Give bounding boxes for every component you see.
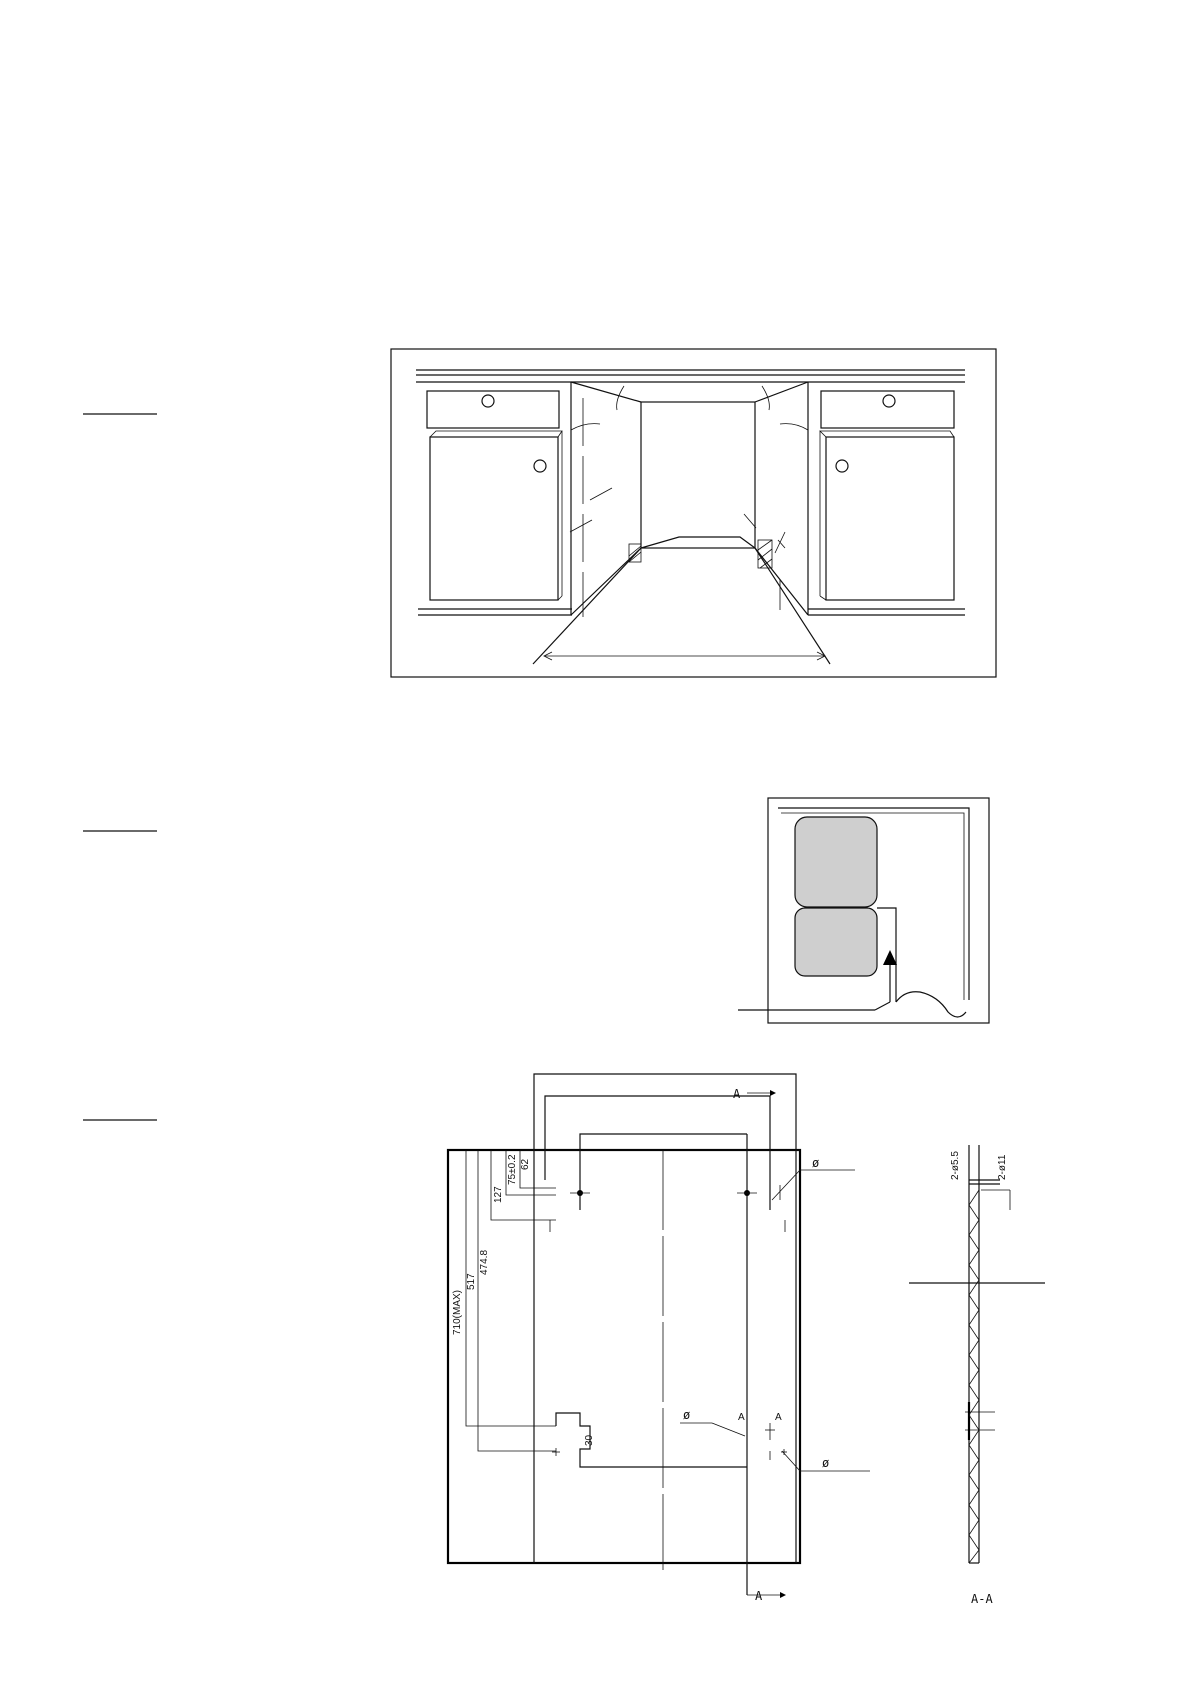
section-hole-1: 2-ø5.5	[950, 1151, 961, 1180]
right-door-knob	[835, 459, 849, 473]
right-drawer-knob	[882, 394, 896, 408]
phi-middle: ø	[683, 1408, 690, 1422]
figure-cabinet-installation	[390, 348, 997, 678]
dim-62: 62	[520, 1158, 531, 1170]
dim-517: 517	[466, 1273, 477, 1290]
figure-sink-layout	[738, 797, 990, 1024]
figure-section-a-a: 2-ø5.5 2-ø11 A-A	[909, 1145, 1045, 1606]
dim-127: 127	[493, 1186, 504, 1203]
section-hatch	[968, 1189, 980, 1564]
phi-bottom-right: ø	[822, 1456, 829, 1470]
section-label-a-mid2: A	[775, 1412, 782, 1423]
section-label-a-bottom: A	[755, 1589, 763, 1603]
dim-710-max: 710(MAX)	[452, 1290, 463, 1335]
arrow-up	[883, 950, 897, 965]
section-hole-2: 2-ø11	[997, 1154, 1008, 1180]
section-label-a-top: A	[733, 1087, 741, 1101]
sink-bowl-lower	[794, 907, 878, 977]
left-drawer-knob	[481, 394, 495, 408]
figure-door-template: 710(MAX) 517 474.8 127 75±0.2 62 30 ø ø …	[446, 1073, 870, 1603]
dim-75: 75±0.2	[507, 1154, 518, 1185]
phi-top-right: ø	[812, 1156, 819, 1170]
dim-30: 30	[584, 1434, 595, 1446]
dim-474-8: 474.8	[479, 1250, 490, 1275]
sink-bowl-upper	[794, 816, 878, 908]
section-title: A-A	[971, 1592, 993, 1606]
section-label-a-mid1: A	[738, 1412, 745, 1423]
left-door-knob	[533, 459, 547, 473]
